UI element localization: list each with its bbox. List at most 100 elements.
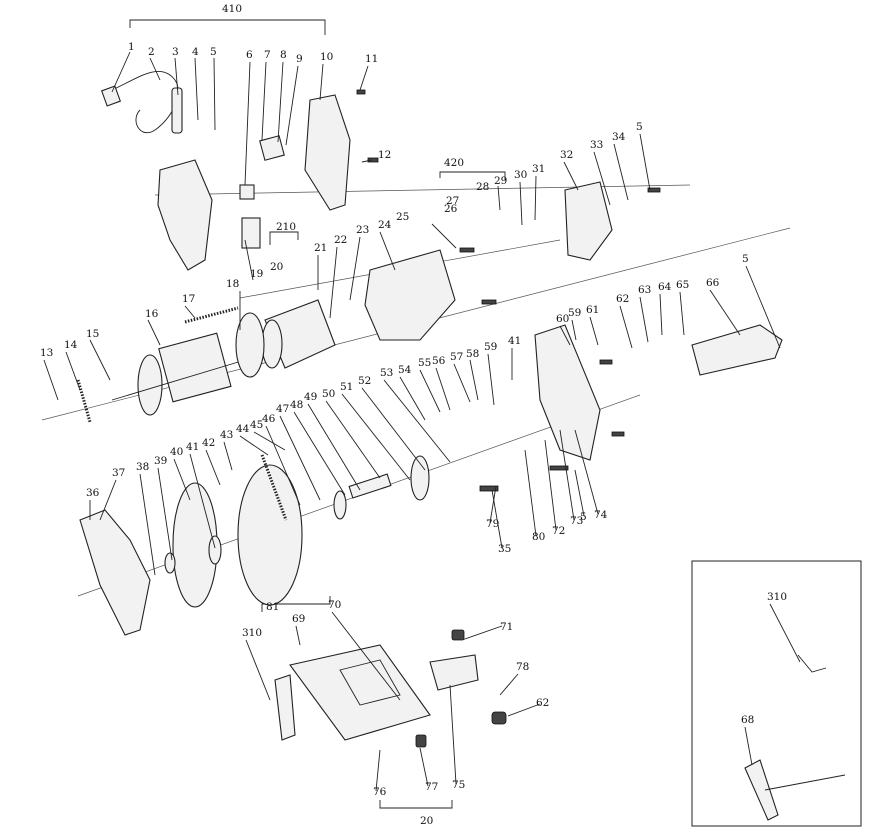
part-label: 2 (148, 46, 155, 58)
leader-line (349, 236, 361, 301)
leader-line (399, 376, 426, 421)
leader-line (361, 159, 373, 163)
leader-line (639, 296, 649, 343)
leader-line (213, 57, 216, 131)
leader-line (559, 429, 575, 521)
bracket-lines (129, 19, 506, 809)
leader-line (571, 319, 577, 341)
leader-line (659, 293, 663, 336)
part-label: 72 (552, 525, 565, 537)
part-label: 70 (328, 599, 341, 611)
part-label: 31 (532, 163, 545, 175)
rip-guide (744, 759, 779, 821)
leader-line (534, 175, 537, 221)
screws (356, 89, 661, 492)
part-label: 30 (514, 169, 527, 181)
leader-line (43, 359, 59, 401)
leader-line (574, 429, 599, 515)
leader-line (253, 431, 286, 451)
leader-line (419, 369, 441, 413)
part-label: 41 (186, 441, 199, 453)
leader-line (341, 393, 411, 481)
leader-line (205, 449, 221, 486)
switch-block (239, 184, 255, 200)
part-label: 59 (484, 341, 497, 353)
part-label: 51 (340, 381, 353, 393)
fan (137, 354, 163, 416)
leader-line (487, 353, 495, 406)
leader-line (469, 359, 479, 401)
part-label: 1 (128, 41, 135, 53)
stator-end (261, 319, 283, 369)
base-plate (289, 644, 431, 741)
part-label: 7 (264, 49, 271, 61)
leader-line (745, 265, 781, 349)
leader-line (489, 485, 497, 524)
leader-line (379, 231, 396, 271)
part-label: 12 (378, 149, 391, 161)
spring-17 (184, 306, 239, 324)
bolt-78 (451, 629, 465, 641)
leader-line (244, 239, 254, 281)
part-label: 48 (290, 399, 303, 411)
leader-line (265, 425, 301, 506)
leader-line (261, 61, 267, 141)
part-label: 24 (378, 219, 392, 231)
leader-line (65, 351, 81, 391)
spring-14 (76, 379, 92, 423)
part-label: 69 (292, 613, 305, 625)
part-label: 4 (192, 46, 199, 58)
flange (208, 535, 222, 565)
leader-line (244, 61, 251, 186)
leader-line (431, 223, 457, 249)
front-handle (691, 324, 783, 376)
leader-line (383, 379, 451, 463)
part-label: 55 (418, 357, 431, 369)
part-label: 210 (276, 221, 296, 233)
part-label: 18 (226, 278, 239, 290)
part-label: 60 (556, 313, 569, 325)
part-label: 42 (202, 437, 215, 449)
part-label: 310 (242, 627, 262, 639)
part-label: 5 (742, 253, 749, 265)
part-label: 28 (476, 181, 489, 193)
leader-line (744, 726, 753, 766)
leader-line (507, 703, 541, 717)
part-label: 22 (334, 234, 347, 246)
leader-line (709, 289, 741, 336)
leader-line (277, 61, 284, 143)
knob-75 (415, 734, 427, 748)
bearing (333, 490, 347, 520)
part-label: 36 (86, 487, 100, 499)
part-label: 6 (246, 49, 253, 61)
leader-line (189, 453, 216, 549)
leader-line (174, 57, 179, 96)
hex-key (797, 654, 827, 673)
leader-line (139, 473, 156, 576)
leader-line (499, 673, 519, 696)
leader-line (279, 415, 321, 501)
upper-guard (79, 509, 151, 636)
part-label: 5 (580, 511, 587, 523)
part-label: 46 (262, 413, 276, 425)
part-label: 37 (112, 467, 125, 479)
part-label: 50 (322, 388, 335, 400)
part-label: 64 (658, 281, 672, 293)
leader-line (285, 65, 299, 146)
leader-line (99, 479, 117, 521)
washer (164, 552, 176, 574)
leader-line (147, 319, 161, 346)
part-label: 62 (536, 697, 549, 709)
leader-line (574, 469, 585, 517)
leader-line (111, 51, 131, 93)
leader-line (497, 185, 501, 211)
part-label: 61 (586, 304, 599, 316)
part-label: 35 (498, 543, 511, 555)
leader-line (361, 387, 426, 471)
leader-line (194, 57, 199, 121)
brush-cover (564, 181, 613, 261)
inset-box (691, 560, 862, 827)
part-label: 81 (266, 601, 279, 613)
leader-line (295, 625, 301, 646)
